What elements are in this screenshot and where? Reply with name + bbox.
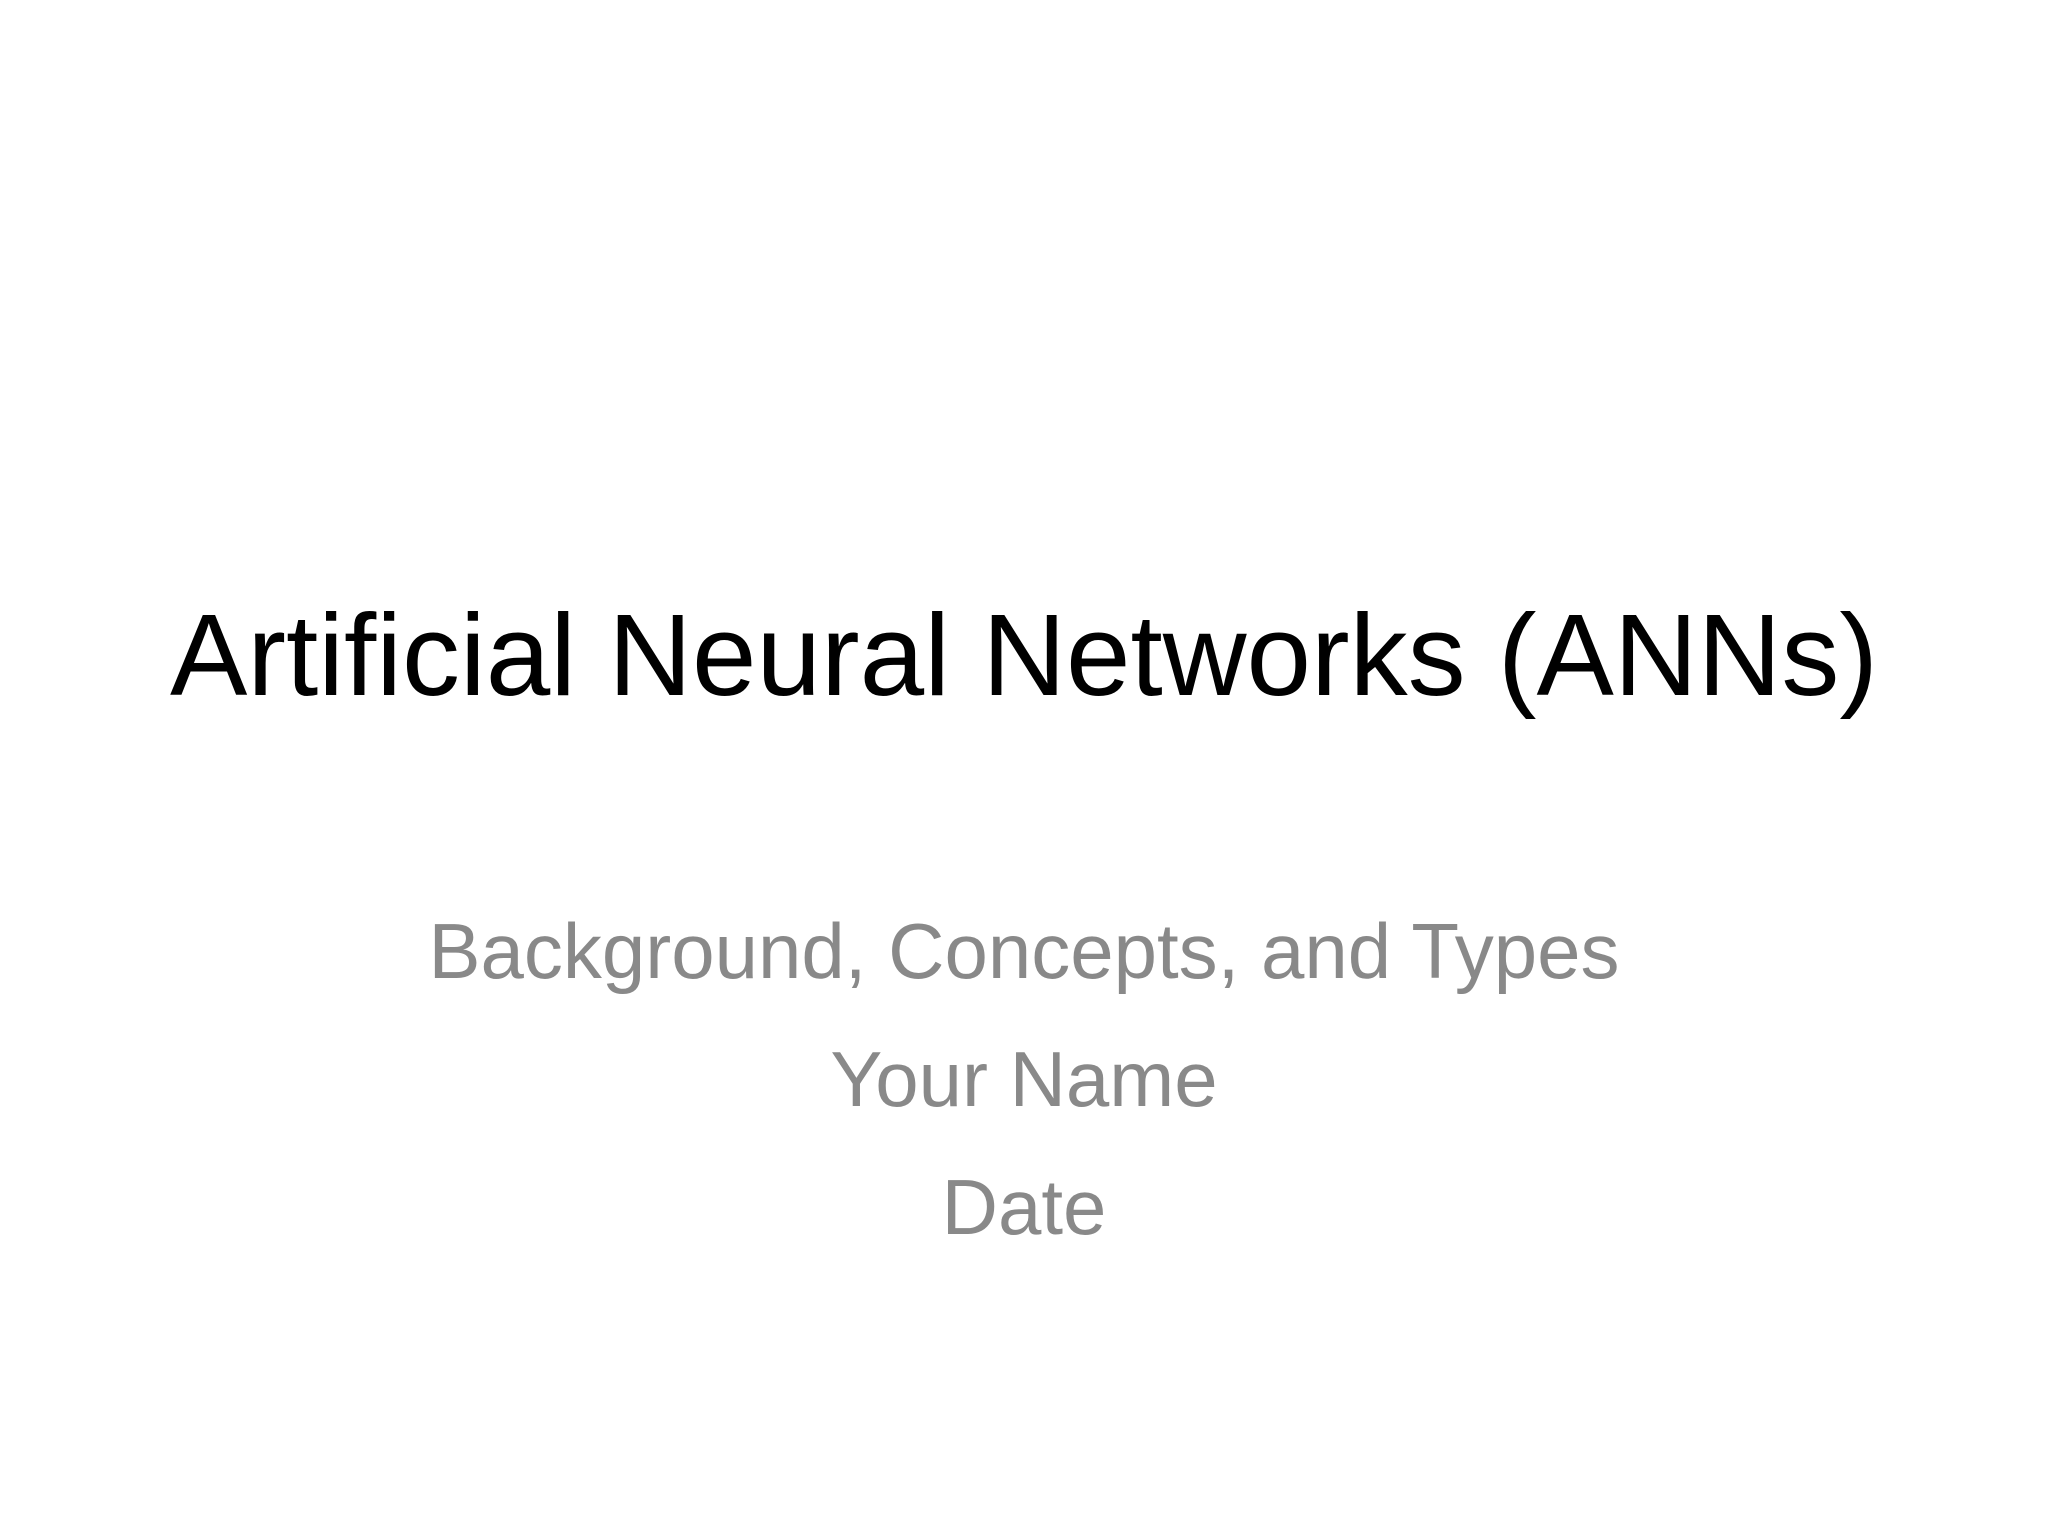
subtitle-line-topic: Background, Concepts, and Types — [428, 907, 1620, 995]
subtitle-line-author: Your Name — [830, 1035, 1218, 1123]
subtitle-line-date: Date — [941, 1163, 1107, 1251]
slide-subtitle: Background, Concepts, and Types Your Nam… — [0, 893, 2048, 1277]
slide-title: Artificial Neural Networks (ANNs) — [169, 590, 1879, 720]
